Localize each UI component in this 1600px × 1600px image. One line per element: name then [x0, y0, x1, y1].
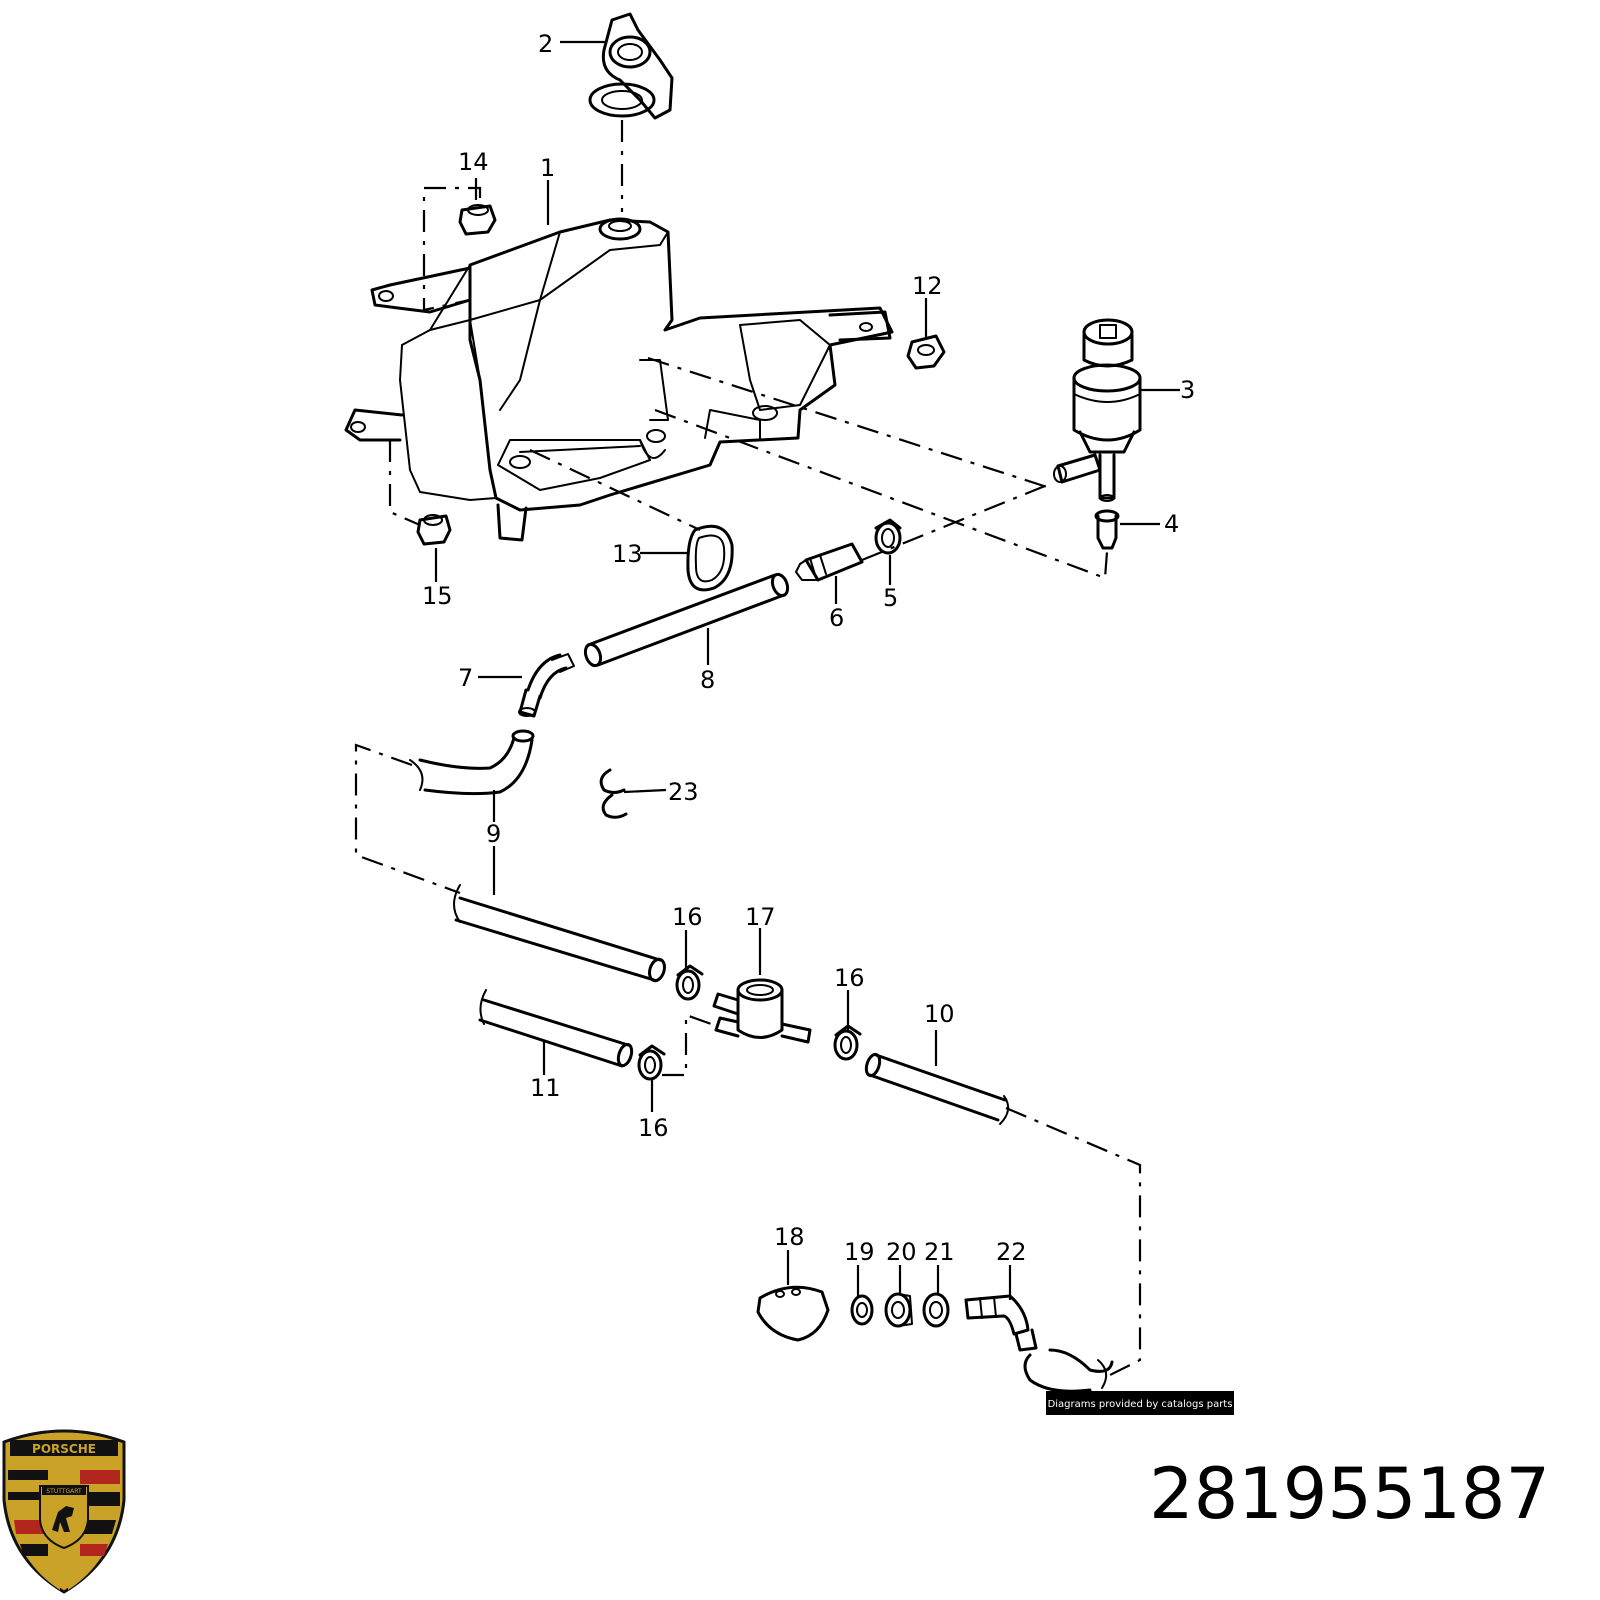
- connector-6: [795, 542, 864, 582]
- leader-lines: [434, 40, 1180, 1300]
- callout-12: 12: [912, 272, 943, 300]
- filler-cap: [588, 12, 674, 120]
- seal-20: [884, 1292, 913, 1328]
- callout-3: 3: [1180, 376, 1195, 404]
- credit-text: Diagrams provided by catalogs parts: [1048, 1399, 1233, 1410]
- callout-11: 11: [530, 1074, 561, 1102]
- callout-18: 18: [774, 1223, 805, 1251]
- washer-reservoir: [344, 217, 894, 542]
- callout-20: 20: [886, 1238, 917, 1266]
- grommet: [1094, 509, 1120, 550]
- callout-23: 23: [668, 778, 699, 806]
- callout-17: 17: [745, 903, 776, 931]
- assembly-lines: [354, 120, 1142, 1377]
- nut-12: [906, 334, 946, 370]
- crest-brand-text: PORSCHE: [32, 1442, 96, 1456]
- callout-1: 1: [540, 154, 555, 182]
- credit-badge: Diagrams provided by catalogs parts: [1046, 1391, 1234, 1415]
- callout-15: 15: [422, 582, 453, 610]
- nozzle-connector-22: [964, 1294, 1114, 1393]
- callout-14: 14: [458, 148, 489, 176]
- hose-11: [478, 989, 634, 1068]
- part-number: 281955187: [1149, 1453, 1550, 1535]
- callout-2: 2: [538, 30, 553, 58]
- hose-clip-16b: [833, 1024, 862, 1061]
- callout-16c: 16: [638, 1114, 669, 1142]
- callout-21: 21: [924, 1238, 955, 1266]
- callout-labels: 2 1 14 12 3 4 5 6 13 15 8 7 9 23 16 17 1…: [422, 30, 1195, 1266]
- nut-14: [458, 204, 497, 236]
- o-ring-13: [686, 524, 734, 592]
- hose-9: [409, 729, 666, 983]
- callout-7: 7: [458, 664, 473, 692]
- crest-city-text: STUTTGART: [46, 1488, 82, 1495]
- clips-23: [599, 768, 628, 819]
- seal-21: [922, 1292, 950, 1328]
- nut-15: [416, 514, 452, 546]
- callout-4: 4: [1164, 510, 1179, 538]
- elbow-connector-7: [518, 653, 575, 718]
- hose-clip-16c: [637, 1044, 666, 1081]
- nozzle-cap-18: [756, 1285, 830, 1342]
- callout-19: 19: [844, 1238, 875, 1266]
- callout-16a: 16: [672, 903, 703, 931]
- callout-22: 22: [996, 1238, 1027, 1266]
- hose-clip-5: [874, 518, 902, 555]
- washer-pump: [1053, 318, 1142, 502]
- hose-clip-16a: [675, 964, 704, 1001]
- callout-16b: 16: [834, 964, 865, 992]
- callout-8: 8: [700, 666, 715, 694]
- callout-5: 5: [883, 584, 898, 612]
- hose-8: [583, 572, 790, 668]
- callout-10: 10: [924, 1000, 955, 1028]
- check-valve-17: [712, 978, 812, 1044]
- porsche-crest-logo: PORSCHE STUTTGART: [2, 1429, 126, 1594]
- callout-6: 6: [829, 604, 844, 632]
- callout-9: 9: [486, 820, 501, 848]
- seal-19: [850, 1294, 874, 1326]
- callout-13: 13: [612, 540, 643, 568]
